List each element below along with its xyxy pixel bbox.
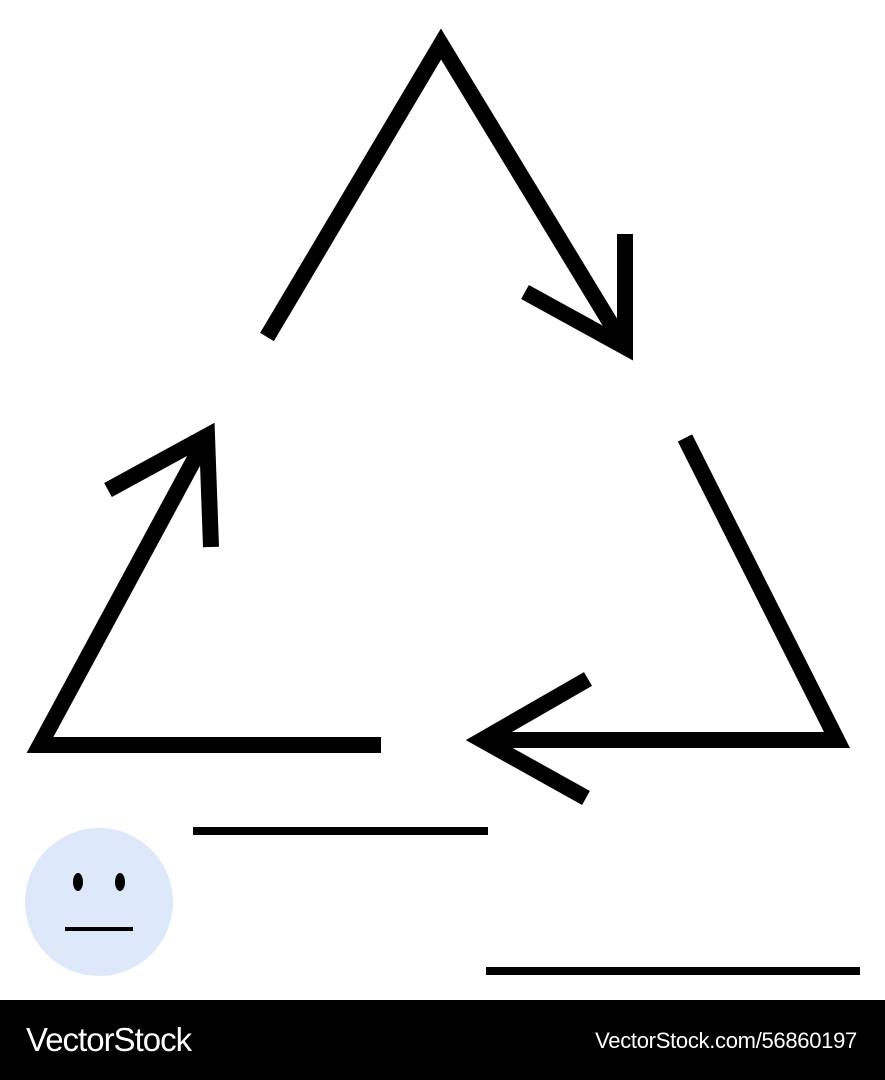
top-arrowhead bbox=[521, 234, 633, 361]
right-arrow-shaft bbox=[482, 434, 850, 748]
top-arrow-shaft bbox=[260, 28, 632, 352]
neutral-face-icon bbox=[25, 828, 173, 976]
vectorstock-logo: VectorStock bbox=[26, 1021, 192, 1058]
image-id-label: VectorStock.com/56860197 bbox=[595, 1028, 857, 1053]
illustration-canvas bbox=[25, 28, 860, 976]
recycle-illustration bbox=[25, 28, 860, 976]
face-right-eye bbox=[115, 873, 125, 891]
footer-bar: VectorStock VectorStock.com/56860197 bbox=[0, 1000, 885, 1080]
left-arrowhead bbox=[104, 422, 219, 548]
left-arrow-shaft bbox=[26, 432, 381, 753]
face-left-eye bbox=[73, 873, 83, 891]
right-arrowhead bbox=[465, 672, 592, 805]
face-circle bbox=[25, 828, 173, 976]
